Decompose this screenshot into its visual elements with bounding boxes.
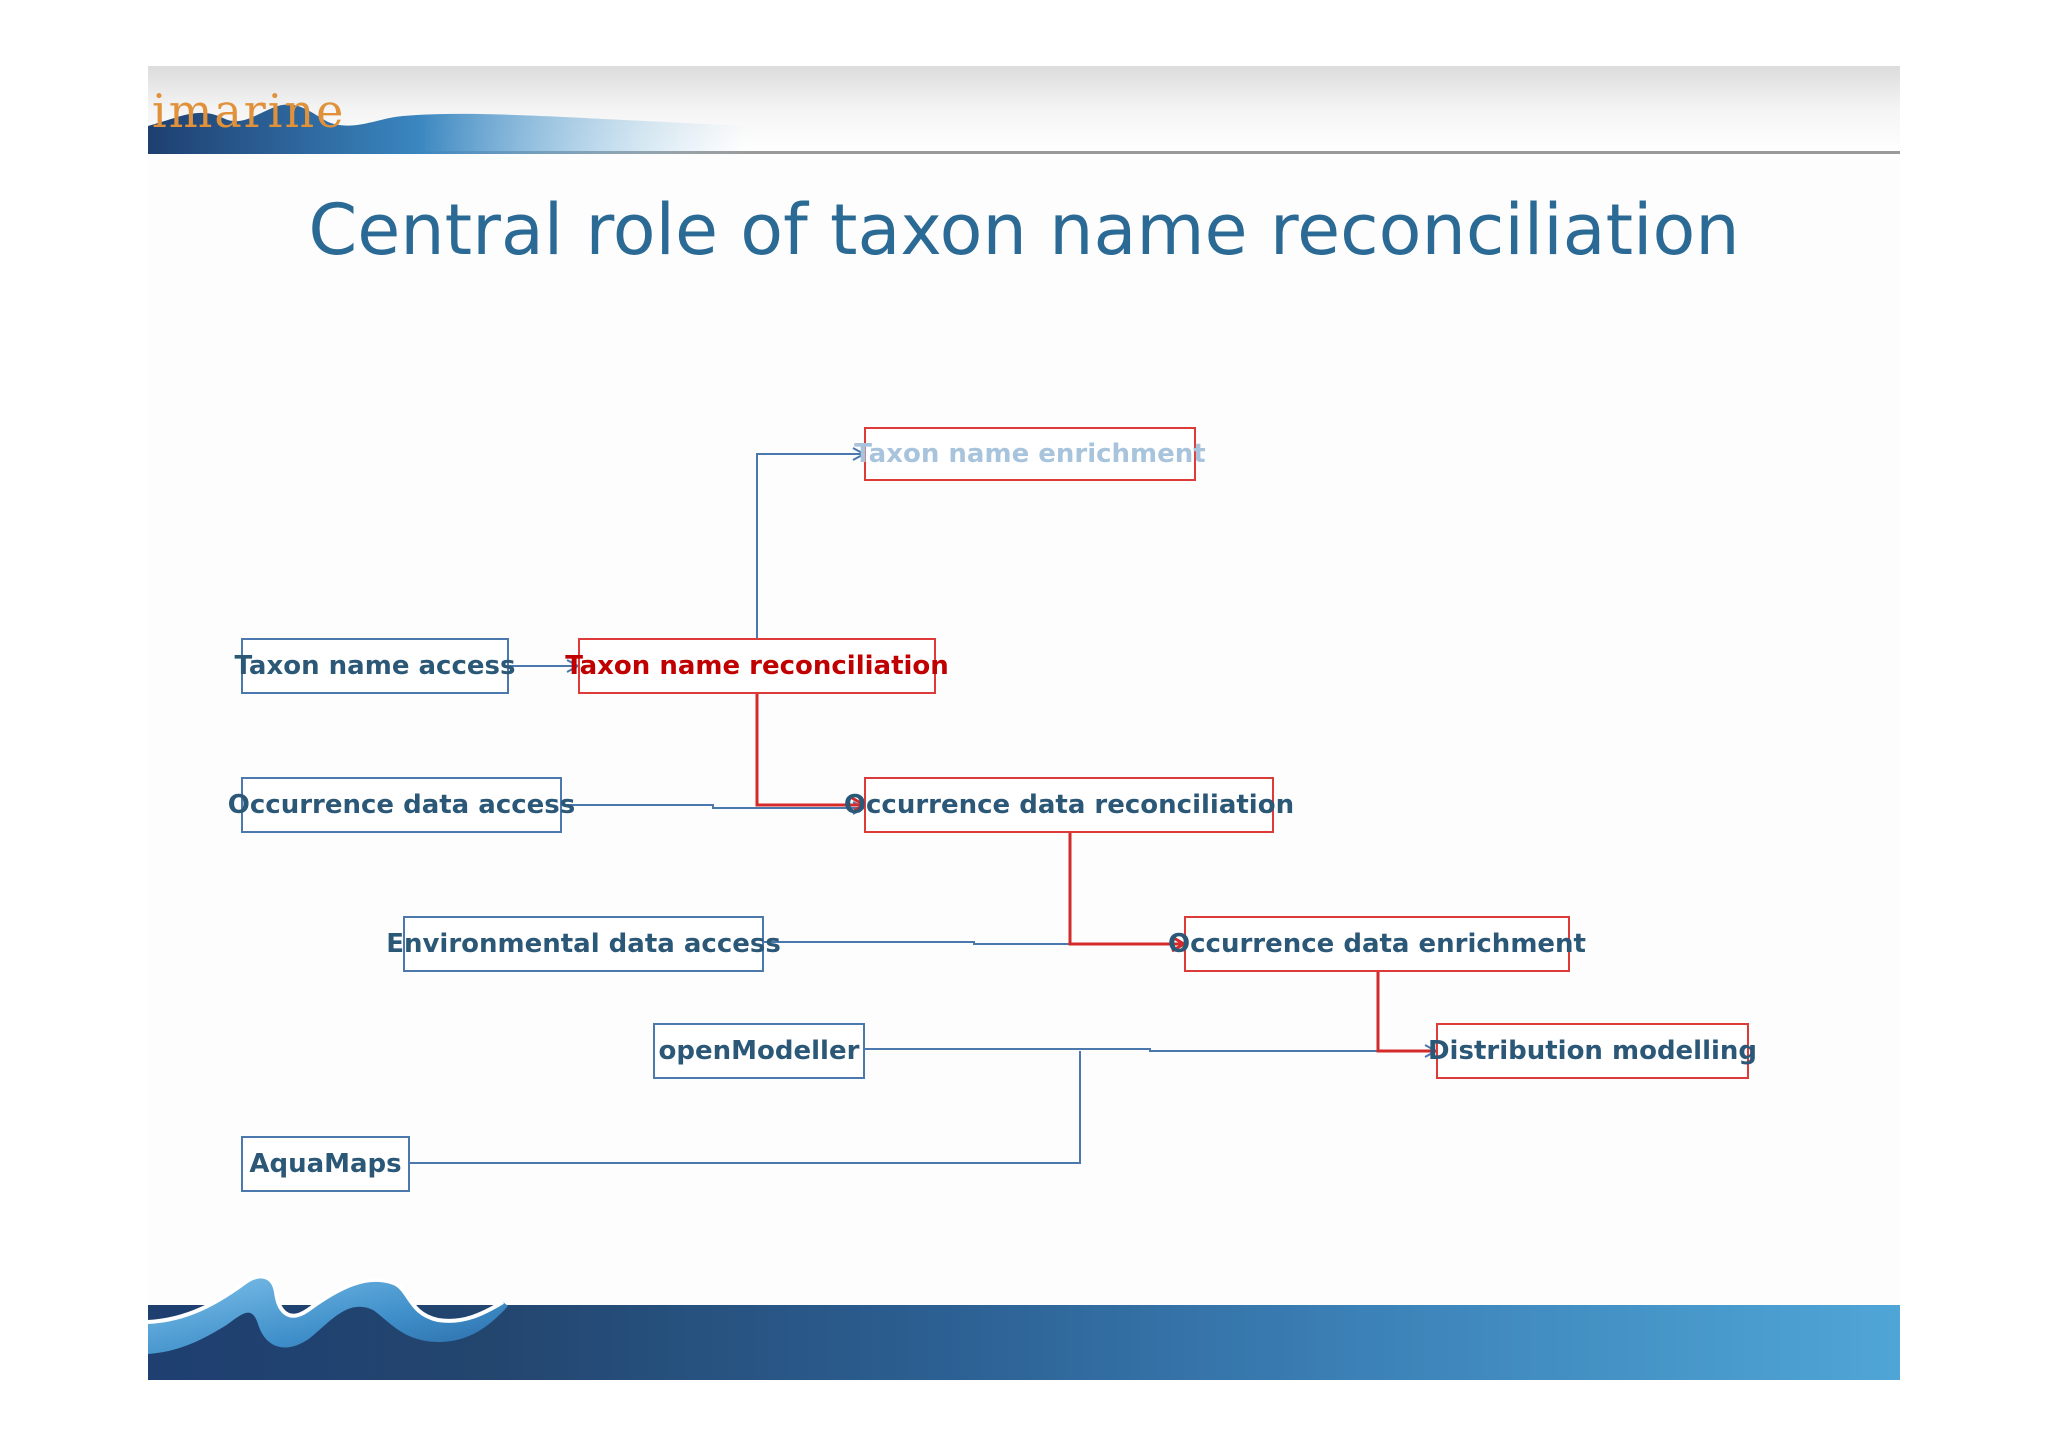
edge-occurrence-access-to-reconciliation [562, 805, 864, 808]
node-label: Taxon name enrichment [854, 439, 1206, 469]
node-label: Occurrence data access [227, 790, 576, 820]
node-taxon-name-reconciliation: Taxon name reconciliation [565, 638, 949, 694]
header-divider [148, 151, 1900, 154]
edge-reconciliation-to-enrichment [756, 454, 864, 638]
node-occurrence-data-reconciliation: Occurrence data reconciliation [844, 777, 1294, 833]
node-openmodeller: openModeller [653, 1023, 865, 1079]
node-label: Environmental data access [386, 929, 781, 959]
edge-aquamaps-to-distribution [409, 1051, 1081, 1164]
footer-band [148, 1305, 1900, 1380]
node-label: Taxon name access [234, 651, 516, 681]
edge-reconciliation-to-occurrence-enrichment [1068, 832, 1184, 944]
slide-title: Central role of taxon name reconciliatio… [308, 189, 1740, 271]
node-label: Occurrence data enrichment [1168, 929, 1586, 959]
node-aquamaps: AquaMaps [241, 1136, 410, 1192]
edge-taxon-to-occurrence-reconciliation [755, 694, 864, 805]
node-occurrence-data-access: Occurrence data access [228, 777, 575, 833]
node-environmental-data-access: Environmental data access [386, 916, 781, 972]
node-taxon-name-enrichment: Taxon name enrichment [854, 427, 1206, 481]
node-occurrence-data-enrichment: Occurrence data enrichment [1168, 916, 1586, 972]
node-label: Distribution modelling [1427, 1036, 1758, 1066]
edge-enrichment-to-distribution [1376, 972, 1436, 1053]
footer-wave-graphic [148, 1274, 508, 1354]
slide-background [148, 66, 1900, 1380]
node-label: Taxon name reconciliation [565, 651, 949, 681]
logo-wave-graphic [148, 104, 748, 154]
logo-text: imarine [152, 84, 346, 138]
node-distribution-modelling: Distribution modelling [1428, 1023, 1757, 1079]
node-label: Occurrence data reconciliation [843, 790, 1295, 820]
node-label: openModeller [658, 1036, 860, 1066]
node-taxon-name-access: Taxon name access [235, 638, 515, 694]
node-label: AquaMaps [249, 1149, 402, 1179]
edge-openmodeller-to-distribution [864, 1049, 1436, 1051]
